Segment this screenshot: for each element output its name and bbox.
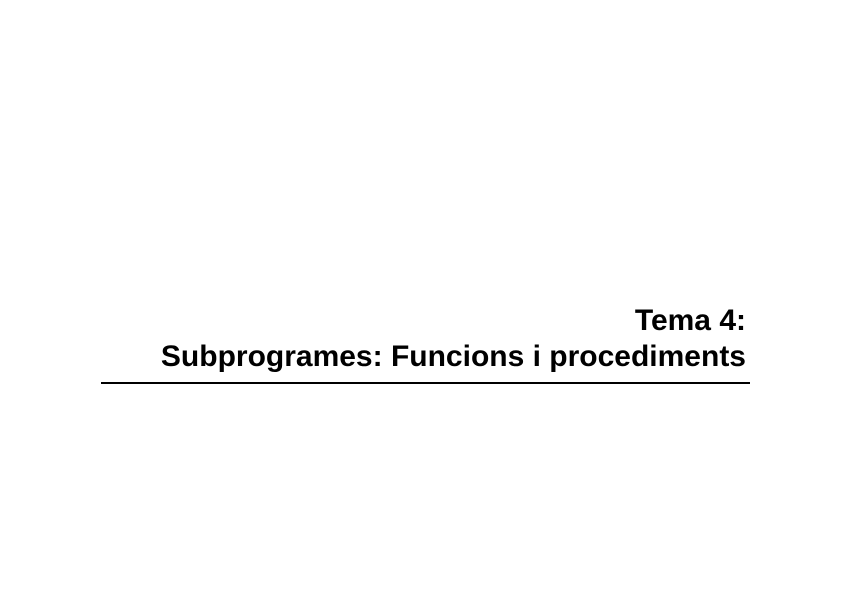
chapter-number: Tema 4: bbox=[634, 304, 746, 337]
title-underline-divider bbox=[101, 382, 750, 384]
title-block: Tema 4: Subprogrames: Funcions i procedi… bbox=[101, 303, 750, 375]
chapter-title: Subprogrames: Funcions i procediments bbox=[160, 340, 746, 373]
